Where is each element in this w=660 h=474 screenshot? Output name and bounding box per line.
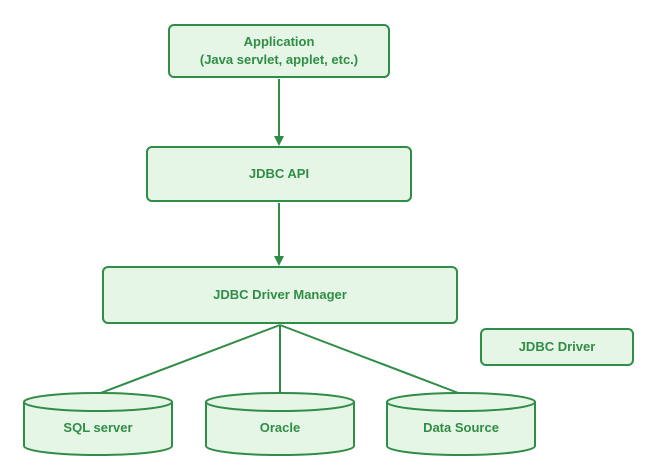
db-cylinder-sql-server bbox=[23, 392, 173, 456]
jdbc-api-box: JDBC API bbox=[146, 146, 412, 202]
jdbc-driver-manager-label: JDBC Driver Manager bbox=[213, 287, 347, 302]
line-manager-to-datasource bbox=[279, 324, 462, 395]
jdbc-driver-label: JDBC Driver bbox=[518, 339, 596, 354]
application-title: Application bbox=[243, 34, 315, 49]
application-box: Application (Java servlet, applet, etc.) bbox=[168, 24, 390, 78]
jdbc-driver-box: JDBC Driver bbox=[480, 328, 634, 366]
db-label-oracle: Oracle bbox=[259, 420, 301, 435]
jdbc-api-label: JDBC API bbox=[248, 166, 310, 181]
db-cylinder-data-source bbox=[386, 392, 536, 456]
db-cylinder-oracle bbox=[205, 392, 355, 456]
db-label-sql-server: SQL server bbox=[63, 420, 133, 435]
jdbc-driver-manager-box: JDBC Driver Manager bbox=[102, 266, 458, 324]
application-subtitle: (Java servlet, applet, etc.) bbox=[199, 52, 359, 67]
db-label-data-source: Data Source bbox=[423, 420, 499, 435]
line-manager-to-sql bbox=[97, 324, 281, 395]
